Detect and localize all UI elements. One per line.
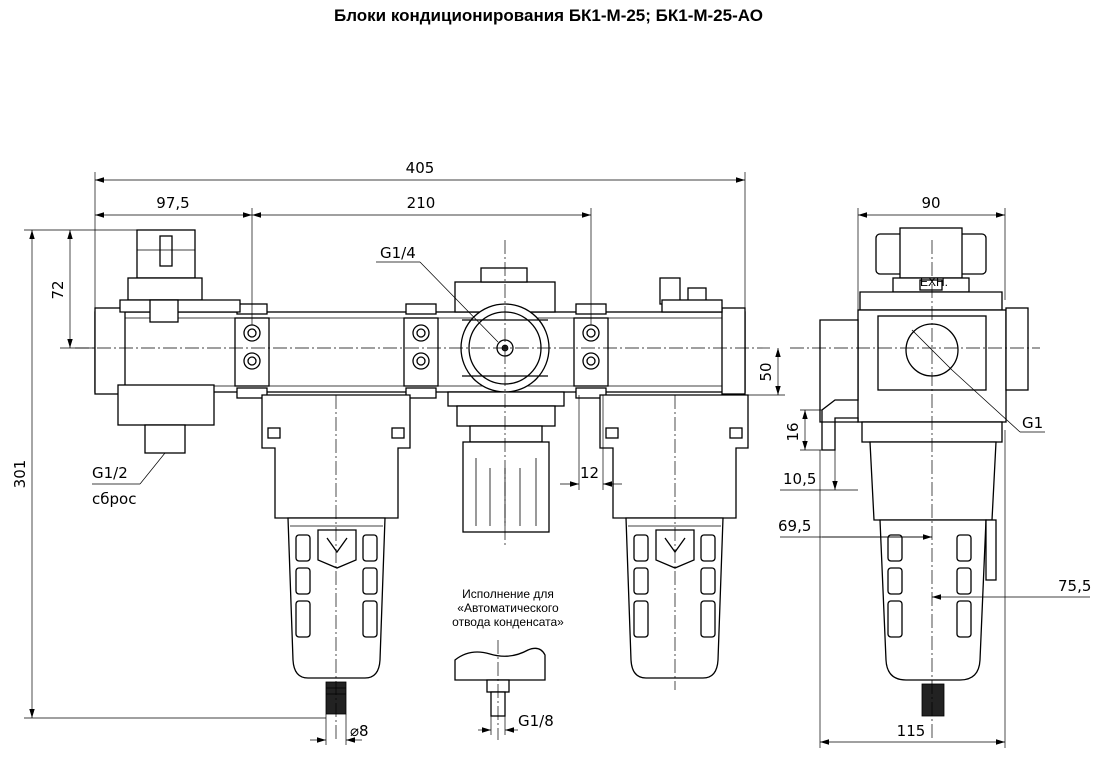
drain-window-icon <box>295 529 378 638</box>
dim-tube: ⌀8 <box>350 722 369 740</box>
dim-drain-port: G1/2 <box>92 464 128 482</box>
side-label: EXH. <box>920 275 948 289</box>
dim-side-16: 16 <box>784 422 802 441</box>
dimension-lines <box>24 172 1090 748</box>
dim-side-115: 115 <box>897 722 926 740</box>
dim-side-69-5: 69,5 <box>778 517 811 535</box>
dim-side-10-5: 10,5 <box>783 470 816 488</box>
dim-auto-drain-port: G1/8 <box>518 712 554 730</box>
side-view: EXH. <box>790 227 1040 740</box>
front-view <box>75 229 770 740</box>
clamp-screw-icon <box>243 324 600 370</box>
dim-total-height: 301 <box>11 460 29 489</box>
dim-left-offset: 97,5 <box>156 194 189 212</box>
dim-overall-width: 405 <box>406 159 435 177</box>
dimension-labels: 405 97,5 210 72 301 50 G1/4 G1/2 сброс 1… <box>11 159 1091 740</box>
dim-top-height: 72 <box>49 280 67 299</box>
note-line-1: Исполнение для <box>462 587 554 601</box>
page-title: Блоки кондиционирования БК1-М-25; БК1-М-… <box>333 6 764 25</box>
auto-drain-note: Исполнение для «Автоматического отвода к… <box>452 587 564 629</box>
dim-port-gauge: G1/4 <box>380 244 416 262</box>
note-line-3: отвода конденсата» <box>452 615 564 629</box>
dim-spacing: 12 <box>580 464 599 482</box>
dim-side-port: G1 <box>1022 414 1043 432</box>
dim-drain-label: сброс <box>92 490 136 508</box>
dim-body-height: 50 <box>757 362 775 381</box>
dim-center-span: 210 <box>407 194 436 212</box>
dim-side-width: 90 <box>921 194 940 212</box>
note-line-2: «Автоматического <box>457 601 559 615</box>
auto-drain-detail <box>454 640 546 740</box>
dim-side-75-5: 75,5 <box>1058 577 1091 595</box>
